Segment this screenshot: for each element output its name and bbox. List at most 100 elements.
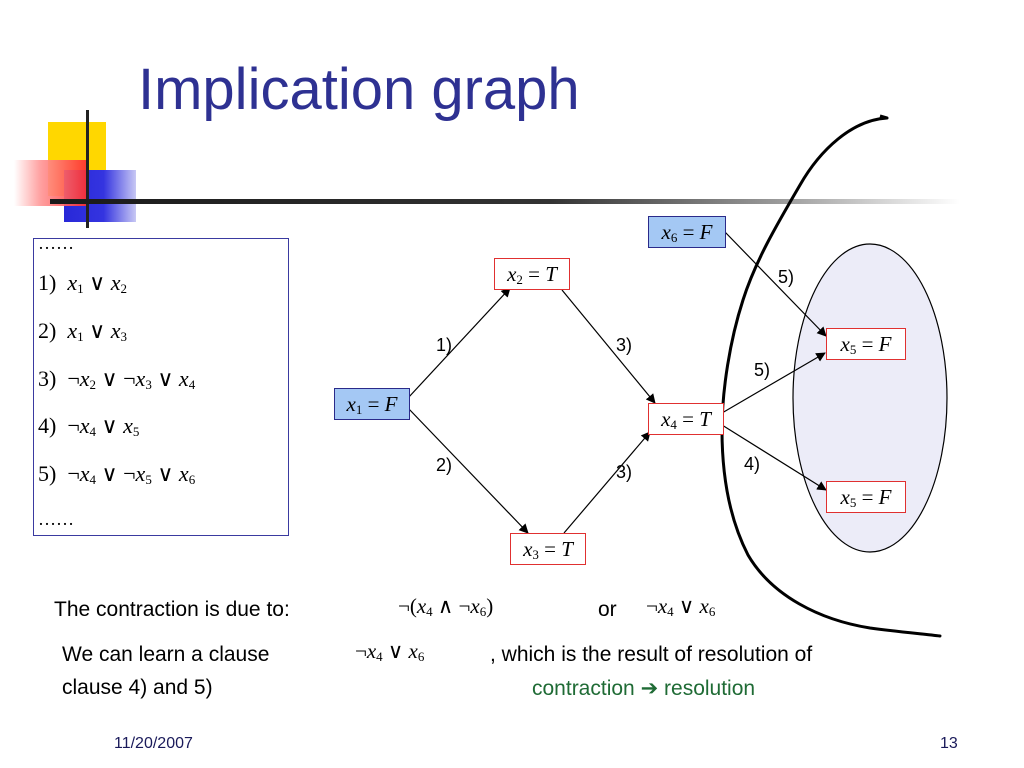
clause-variable-index: 6 (188, 472, 196, 487)
clause-number: 2) (38, 318, 57, 343)
clause-negation: ¬ (123, 366, 136, 391)
edge-x1-x3 (407, 407, 529, 534)
clause-operator: ∨ (151, 461, 179, 486)
clause-variable: x (178, 461, 189, 486)
edge-label-x6-x5: 5) (778, 267, 795, 287)
clause-list-box (33, 238, 289, 536)
clause-3: 3) ¬x2 ∨ ¬x3 ∨ x4 (38, 366, 195, 393)
node-value: T (561, 537, 573, 561)
clause-operator: ∨ (96, 461, 124, 486)
clause-4: 4) ¬x4 ∨ x5 (38, 413, 139, 440)
edge-x4-x5-bottom (721, 424, 827, 491)
node-equals: = (362, 392, 385, 416)
node-variable: x (661, 220, 671, 244)
node-value: F (878, 332, 892, 356)
slide-title: Implication graph (138, 57, 580, 122)
clause-variable-index: 5 (145, 472, 152, 487)
learned-sub-2: 6 (417, 649, 425, 664)
clause-variable: x (67, 318, 78, 343)
learn-suffix: , which is the result of resolution of (490, 643, 813, 666)
node-variable: x (840, 332, 850, 356)
clause-list-top-ellipsis: …… (38, 233, 74, 253)
clause-variable-index: 2 (120, 281, 127, 296)
edge-label-x4-x5-bottom: 4) (744, 454, 761, 474)
formula-a-sub-2: 6 (479, 604, 487, 619)
cut-curve-end (879, 114, 888, 120)
clause-number: 3) (38, 366, 57, 391)
decor-red-square (14, 160, 88, 206)
clause-operator: ∨ (151, 366, 179, 391)
learned-clause-formula: ¬x4 ∨ x6 (355, 639, 425, 664)
clause-variable: x (178, 366, 189, 391)
clause-negation: ¬ (67, 413, 80, 438)
clause-variable: x (110, 318, 121, 343)
contraction-resolution-note: contraction ➔ resolution (532, 676, 755, 701)
node-value: F (384, 392, 398, 416)
edge-label-x1-x3: 2) (436, 455, 453, 475)
clause-variable-index: 4 (89, 424, 97, 439)
highlight-resolution: resolution (664, 677, 756, 700)
clause-variable-index: 5 (132, 424, 140, 439)
clause-operator: ∨ (96, 413, 124, 438)
clause-variable: x (79, 461, 90, 486)
edge-label-x3-x4: 3) (616, 462, 633, 482)
clause-2: 2) x1 ∨ x3 (38, 318, 127, 345)
contraction-or: or (598, 598, 617, 621)
clause-variable: x (79, 366, 90, 391)
clause-variable-index: 3 (145, 377, 152, 392)
clause-variable: x (67, 270, 78, 295)
clause-operator: ∨ (96, 366, 124, 391)
clause-variable-index: 2 (89, 377, 97, 392)
clause-number: 5) (38, 461, 57, 486)
node-variable: x (661, 407, 671, 431)
node-variable: x (346, 392, 356, 416)
node-variable: x (523, 537, 533, 561)
contraction-label: The contraction is due to: (54, 598, 290, 621)
highlight-contraction: contraction (532, 677, 635, 700)
node-x2: x2 = T (494, 258, 570, 290)
clause-operator: ∨ (83, 270, 111, 295)
node-x5-bottom: x5 = F (826, 481, 906, 513)
slide-number: 13 (940, 735, 958, 752)
node-x5-top: x5 = F (826, 328, 906, 360)
right-arrow-icon: ➔ (640, 677, 659, 700)
clause-negation: ¬ (67, 366, 80, 391)
edge-label-x4-x5-top: 5) (754, 360, 771, 380)
edge-x3-x4 (563, 431, 651, 534)
node-variable: x (840, 485, 850, 509)
node-equals: = (522, 262, 546, 286)
node-x1: x1 = F (334, 388, 410, 420)
clause-5: 5) ¬x4 ∨ ¬x5 ∨ x6 (38, 461, 195, 488)
edge-x2-x4 (561, 289, 656, 404)
clause-variable: x (135, 366, 146, 391)
node-variable-index: 5 (849, 495, 857, 510)
contraction-formula-a: ¬(x4 ∧ ¬x6) (398, 594, 494, 619)
node-variable-index: 2 (516, 272, 523, 287)
node-value: T (545, 262, 557, 286)
clause-variable: x (110, 270, 121, 295)
node-equals: = (538, 537, 562, 561)
clause-variable-index: 3 (120, 329, 127, 344)
node-value: F (878, 485, 892, 509)
node-value: T (699, 407, 711, 431)
contraction-formula-b: ¬x4 ∨ x6 (646, 594, 716, 619)
node-variable-index: 3 (532, 547, 539, 562)
title-underline (50, 199, 960, 204)
clause-operator: ∨ (83, 318, 111, 343)
node-equals: = (856, 332, 879, 356)
conflict-ellipse (792, 243, 948, 553)
node-equals: = (676, 407, 700, 431)
clause-negation: ¬ (123, 461, 136, 486)
node-equals: = (856, 485, 879, 509)
node-value: F (699, 220, 713, 244)
formula-b-sub-2: 6 (708, 604, 716, 619)
clause-variable: x (79, 413, 90, 438)
formula-a-sub-1: 4 (426, 604, 433, 619)
learn-prefix: We can learn a clause (62, 643, 270, 666)
node-variable-index: 6 (670, 230, 678, 245)
node-equals: = (677, 220, 700, 244)
edge-x1-x2 (407, 287, 511, 399)
node-variable: x (507, 262, 517, 286)
clause-variable-index: 1 (77, 281, 84, 296)
clause-variable-index: 1 (77, 329, 84, 344)
